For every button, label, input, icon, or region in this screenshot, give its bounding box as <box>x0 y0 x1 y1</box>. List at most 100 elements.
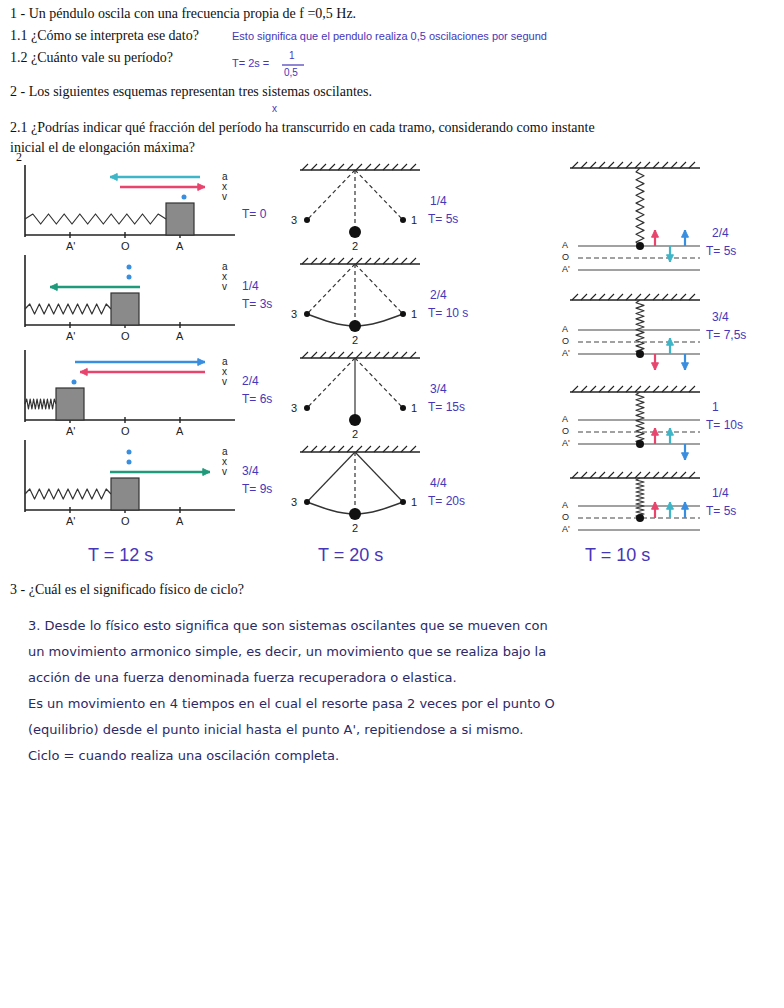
wall-line <box>24 350 26 422</box>
ceiling-hatch <box>689 386 695 392</box>
ceiling-hatch <box>410 352 416 358</box>
time-label: T= 7,5s <box>706 328 746 342</box>
zero-vector-dot <box>127 460 132 465</box>
period-fraction: 2/4 <box>712 226 729 240</box>
ceiling-hatch <box>689 294 695 300</box>
vector-arrow <box>110 471 210 474</box>
ceiling-hatch <box>653 162 659 168</box>
pendulum-string <box>355 170 403 220</box>
wall-line <box>24 440 26 512</box>
ceiling-hatch <box>572 294 578 300</box>
bob-number: 1 <box>411 402 417 415</box>
spring-coil <box>25 399 56 409</box>
bob-number: 1 <box>411 308 417 321</box>
time-label: T= 5s <box>706 244 736 258</box>
ceiling-hatch <box>572 472 578 478</box>
arrow-head <box>682 230 689 237</box>
ceiling-hatch <box>410 446 416 452</box>
ceiling-hatch <box>392 258 398 264</box>
position-tick <box>179 417 180 423</box>
position-label: O <box>121 425 130 438</box>
ceiling-hatch <box>320 352 326 358</box>
time-label: T= 20s <box>428 494 465 508</box>
ceiling-hatch <box>590 386 596 392</box>
mass-block <box>111 293 139 325</box>
ceiling-hatch <box>671 294 677 300</box>
ceiling-hatch <box>572 386 578 392</box>
handwritten-answer: Esto significa que el pendulo realiza 0,… <box>232 30 547 43</box>
vector-arrow <box>120 186 205 189</box>
question-text: 2.1 ¿Podrías indicar qué fracción del pe… <box>10 118 610 159</box>
pendulum-bob <box>304 499 310 505</box>
handwritten-answer: acción de una fuerza denominada fuerza r… <box>28 670 457 686</box>
ceiling-hatch <box>320 164 326 170</box>
position-tick <box>179 322 180 328</box>
vector-letter: v <box>222 376 227 388</box>
bob-number: 2 <box>352 334 358 347</box>
pendulum-string <box>354 170 355 232</box>
position-tick <box>69 507 70 513</box>
vector-arrow <box>75 361 205 364</box>
ceiling-hatch <box>383 258 389 264</box>
zero-vector-dot <box>72 380 77 385</box>
ceiling-hatch <box>653 472 659 478</box>
vector-letter: v <box>222 466 227 478</box>
position-label: A' <box>66 425 75 438</box>
question-text: 3 - ¿Cuál es el significado físico de ci… <box>10 582 244 599</box>
pendulum-bob <box>304 311 310 317</box>
period-fraction: 3/4 <box>430 382 447 396</box>
ceiling-hatch <box>302 352 308 358</box>
pendulum-string <box>354 452 355 514</box>
wall-line <box>24 255 26 327</box>
ceiling-hatch <box>671 386 677 392</box>
fraction-denominator: 0,5 <box>284 67 298 79</box>
time-label: T= 5s <box>706 504 736 518</box>
ceiling-hatch <box>338 352 344 358</box>
ceiling-hatch <box>653 386 659 392</box>
ceiling-hatch <box>383 446 389 452</box>
position-label: A' <box>66 515 75 528</box>
spring-coil <box>25 489 111 499</box>
pendulum-bob <box>400 217 406 223</box>
ceiling-hatch <box>356 446 362 452</box>
period-fraction: 1/4 <box>242 279 259 293</box>
wall-line <box>24 165 26 237</box>
ceiling-hatch <box>599 294 605 300</box>
spring-coil <box>636 300 644 354</box>
vector-arrow <box>110 176 200 179</box>
position-tick <box>69 322 70 328</box>
ceiling-hatch <box>662 472 668 478</box>
time-label: T= 10 s <box>428 306 468 320</box>
reference-line <box>578 505 700 506</box>
ceiling-hatch <box>581 294 587 300</box>
position-tick <box>179 507 180 513</box>
ceiling-hatch <box>680 162 686 168</box>
spring-coil <box>636 478 644 518</box>
handwritten-answer: Ciclo = cuando realiza una oscilación co… <box>28 748 339 764</box>
ceiling-hatch <box>635 472 641 478</box>
arrow-head <box>198 359 205 366</box>
ceiling-hatch <box>302 446 308 452</box>
position-tick <box>124 232 125 238</box>
ceiling-hatch <box>680 386 686 392</box>
ceiling-hatch <box>635 386 641 392</box>
position-tick <box>69 232 70 238</box>
ceiling-hatch <box>347 352 353 358</box>
zero-vector-dot <box>127 275 132 280</box>
fraction-bar <box>282 64 304 65</box>
pendulum-string <box>307 358 355 408</box>
ceiling-hatch <box>338 446 344 452</box>
ceiling-hatch <box>374 352 380 358</box>
ceiling-hatch <box>608 472 614 478</box>
period-fraction: 2/4 <box>242 374 259 388</box>
ceiling-hatch <box>374 258 380 264</box>
ceiling-hatch <box>608 386 614 392</box>
period-fraction: 1/4 <box>712 486 729 500</box>
arrow-head <box>80 369 87 376</box>
ceiling-hatch <box>689 162 695 168</box>
ceiling-hatch <box>590 162 596 168</box>
position-label: A <box>562 240 568 251</box>
period-fraction: 2/4 <box>430 288 447 302</box>
ceiling-hatch <box>572 162 578 168</box>
ceiling-hatch <box>680 294 686 300</box>
